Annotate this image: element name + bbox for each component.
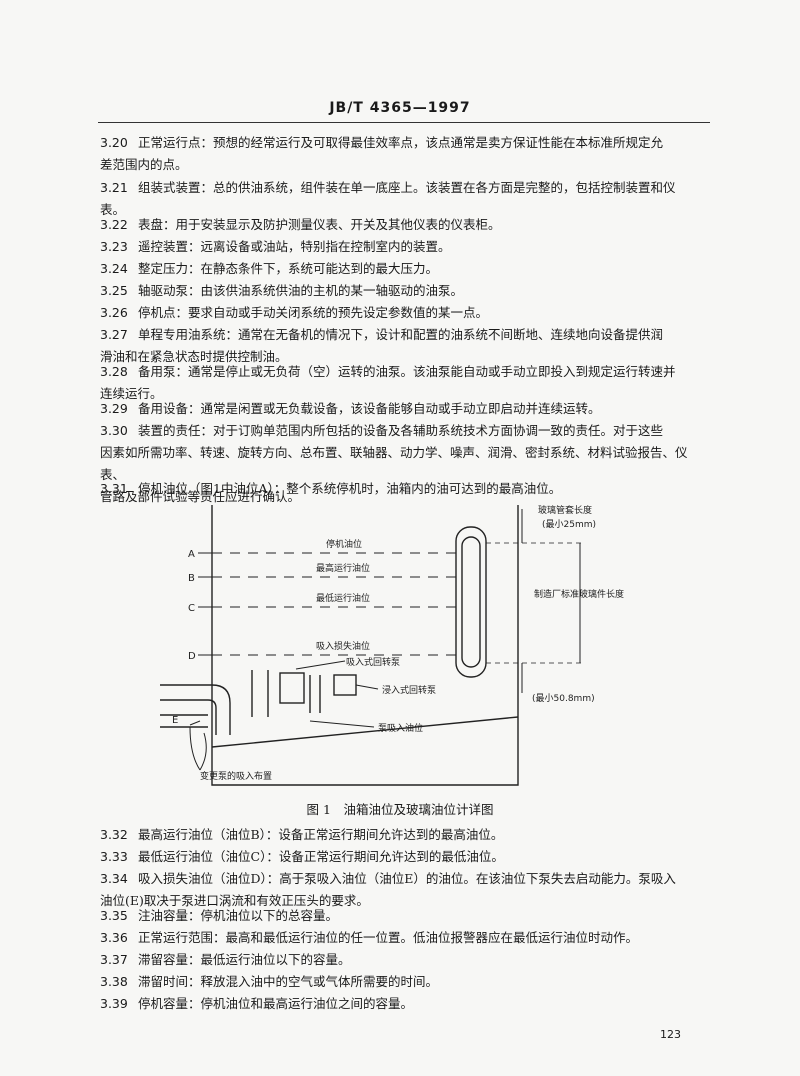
clause-3-27: 3.27 单程专用油系统：通常在无备机的情况下，设计和配置的油系统不间断地、连续地… <box>100 324 712 368</box>
clause-text: 备用设备：通常是闲置或无负载设备，该设备能够自动或手动立即启动并连续运转。 <box>138 401 601 416</box>
arrangement-label: 变更泵的吸入布置 <box>200 770 272 782</box>
clause-text: 轴驱动泵：由该供油系统供油的主机的某一轴驱动的油泵。 <box>138 283 464 298</box>
clause-number: 3.33 <box>100 849 128 864</box>
level-label-c: 最低运行油位 <box>316 592 370 604</box>
clause-text: 正常运行范围：最高和最低运行油位的任一位置。低油位报警器应在最低运行油位时动作。 <box>138 930 639 945</box>
pump-label-1: 吸入式回转泵 <box>346 656 400 668</box>
clause-number: 3.37 <box>100 952 128 967</box>
clause-3-28: 3.28 备用泵：通常是停止或无负荷（空）运转的油泵。该油泵能自动或手动立即投入到… <box>100 361 712 405</box>
clause-3-25: 3.25 轴驱动泵：由该供油系统供油的主机的某一轴驱动的油泵。 <box>100 280 712 302</box>
clause-text: 表。 <box>100 202 126 217</box>
level-letter-e: E <box>172 715 178 726</box>
level-letter-b: B <box>188 573 195 584</box>
clause-number: 3.25 <box>100 283 128 298</box>
clause-number: 3.22 <box>100 217 128 232</box>
clause-3-35: 3.35 注油容量：停机油位以下的总容量。 <box>100 905 712 927</box>
clause-3-26: 3.26 停机点：要求自动或手动关闭系统的预先设定参数值的某一点。 <box>100 302 712 324</box>
clause-text: 停机油位（图1中油位A）：整个系统停机时，油箱内的油可达到的最高油位。 <box>138 481 562 496</box>
clause-number: 3.27 <box>100 327 128 342</box>
clause-number: 3.26 <box>100 305 128 320</box>
clause-number: 3.39 <box>100 996 128 1011</box>
clause-text: 管路及部件试验等责任应进行确认。 <box>100 489 301 504</box>
clause-number: 3.35 <box>100 908 128 923</box>
clause-3-29: 3.29 备用设备：通常是闲置或无负载设备，该设备能够自动或手动立即启动并连续运转… <box>100 398 712 420</box>
clause-text: 整定压力：在静态条件下，系统可能达到的最大压力。 <box>138 261 439 276</box>
header-rule <box>98 122 710 123</box>
level-letter-d: D <box>188 651 196 662</box>
clause-number: 3.36 <box>100 930 128 945</box>
glass-length-min: (最小25mm) <box>542 519 596 530</box>
clause-3-32: 3.32 最高运行油位（油位B）：设备正常运行期间允许达到的最高油位。 <box>100 824 712 846</box>
level-label-b: 最高运行油位 <box>316 562 370 574</box>
clause-number: 3.31 <box>100 481 128 496</box>
page-number: 123 <box>660 1028 681 1041</box>
clause-number: 3.29 <box>100 401 128 416</box>
clause-3-24: 3.24 整定压力：在静态条件下，系统可能达到的最大压力。 <box>100 258 712 280</box>
mfr-length-label: 制造厂标准玻璃件长度 <box>534 588 624 600</box>
clause-number: 3.38 <box>100 974 128 989</box>
clause-3-20: 3.20 正常运行点：预想的经常运行及可取得最佳效率点，该点通常是卖方保证性能在本… <box>100 132 712 176</box>
clause-text: 正常运行点：预想的经常运行及可取得最佳效率点，该点通常是卖方保证性能在本标准所规… <box>138 135 664 150</box>
clause-text: 最低运行油位（油位C）：设备正常运行期间允许达到的最低油位。 <box>138 849 504 864</box>
clause-text: 滞留时间：释放混入油中的空气或气体所需要的时间。 <box>138 974 439 989</box>
sight-glass-inner <box>461 536 481 668</box>
clause-text: 吸入损失油位（油位D）：高于泵吸入油位（油位E）的油位。在该油位下泵失去启动能力… <box>138 871 676 886</box>
clause-number: 3.24 <box>100 261 128 276</box>
pump-label-2: 浸入式回转泵 <box>382 684 436 696</box>
pump-suction-label: 泵吸入油位 <box>378 722 423 734</box>
clause-text: 备用泵：通常是停止或无负荷（空）运转的油泵。该油泵能自动或手动立即投入到规定运行… <box>138 364 676 379</box>
level-label-a: 停机油位 <box>326 538 362 550</box>
clause-text: 单程专用油系统：通常在无备机的情况下，设计和配置的油系统不间断地、连续地向设备提… <box>138 327 664 342</box>
clause-3-22: 3.22 表盘：用于安装显示及防护测量仪表、开关及其他仪表的仪表柜。 <box>100 214 712 236</box>
clause-text: 最高运行油位（油位B）：设备正常运行期间允许达到的最高油位。 <box>138 827 504 842</box>
level-label-d: 吸入损失油位 <box>316 640 370 652</box>
clause-3-36: 3.36 正常运行范围：最高和最低运行油位的任一位置。低油位报警器应在最低运行油位… <box>100 927 712 949</box>
clause-text: 组装式装置：总的供油系统，组件装在单一底座上。该装置在各方面是完整的，包括控制装… <box>138 180 676 195</box>
clause-3-34: 3.34 吸入损失油位（油位D）：高于泵吸入油位（油位E）的油位。在该油位下泵失去… <box>100 868 712 912</box>
clause-number: 3.23 <box>100 239 128 254</box>
bottom-min-label: (最小50.8mm) <box>532 693 595 704</box>
clause-3-39: 3.39 停机容量：停机油位和最高运行油位之间的容量。 <box>100 993 712 1015</box>
clause-number: 3.21 <box>100 180 128 195</box>
tank-sloped-bottom <box>211 716 519 748</box>
clause-text: 遥控装置：远离设备或油站，特别指在控制室内的装置。 <box>138 239 451 254</box>
clause-text: 表盘：用于安装显示及防护测量仪表、开关及其他仪表的仪表柜。 <box>138 217 501 232</box>
pump-arrangement <box>160 670 357 735</box>
clause-text: 差范围内的点。 <box>100 157 188 172</box>
tank-outline <box>211 505 519 786</box>
glass-length-label: 玻璃管套长度 <box>538 504 592 516</box>
clause-number: 3.28 <box>100 364 128 379</box>
level-letter-a: A <box>188 549 195 560</box>
clause-3-33: 3.33 最低运行油位（油位C）：设备正常运行期间允许达到的最低油位。 <box>100 846 712 868</box>
clause-text: 连续运行。 <box>100 386 163 401</box>
clause-text: 滑油和在紧急状态时提供控制油。 <box>100 349 288 364</box>
clause-text: 停机容量：停机油位和最高运行油位之间的容量。 <box>138 996 414 1011</box>
clause-text: 油位(E)取决于泵进口涡流和有效正压头的要求。 <box>100 893 369 908</box>
clause-number: 3.32 <box>100 827 128 842</box>
level-letter-c: C <box>188 603 195 614</box>
figure-caption: 图 1 油箱油位及玻璃油位计详图 <box>306 802 494 817</box>
clause-3-37: 3.37 滞留容量：最低运行油位以下的容量。 <box>100 949 712 971</box>
clause-3-31: 3.31 停机油位（图1中油位A）：整个系统停机时，油箱内的油可达到的最高油位。 <box>100 478 712 500</box>
clause-3-30: 3.30 装置的责任：对于订购单范围内所包括的设备及各辅助系统技术方面协调一致的责… <box>100 420 712 508</box>
clause-3-38: 3.38 滞留时间：释放混入油中的空气或气体所需要的时间。 <box>100 971 712 993</box>
clause-text: 停机点：要求自动或手动关闭系统的预先设定参数值的某一点。 <box>138 305 489 320</box>
clause-text: 注油容量：停机油位以下的总容量。 <box>138 908 339 923</box>
clause-3-21: 3.21 组装式装置：总的供油系统，组件装在单一底座上。该装置在各方面是完整的，包… <box>100 177 712 221</box>
sight-glass <box>455 526 487 678</box>
oil-tank-diagram: A B C D E 停机油位 最高运行油位 最低运行油位 吸入损失油位 吸入式回… <box>160 504 624 786</box>
clause-text: 装置的责任：对于订购单范围内所包括的设备及各辅助系统技术方面协调一致的责任。对于… <box>138 423 664 438</box>
document-header: JB/T 4365—1997 <box>329 100 471 116</box>
clause-text: 滞留容量：最低运行油位以下的容量。 <box>138 952 351 967</box>
clause-text: 因素如所需功率、转速、旋转方向、总布置、联轴器、动力学、噪声、润滑、密封系统、材… <box>100 445 688 482</box>
clause-3-23: 3.23 遥控装置：远离设备或油站，特别指在控制室内的装置。 <box>100 236 712 258</box>
clause-number: 3.20 <box>100 135 128 150</box>
clause-number: 3.30 <box>100 423 128 438</box>
clause-number: 3.34 <box>100 871 128 886</box>
